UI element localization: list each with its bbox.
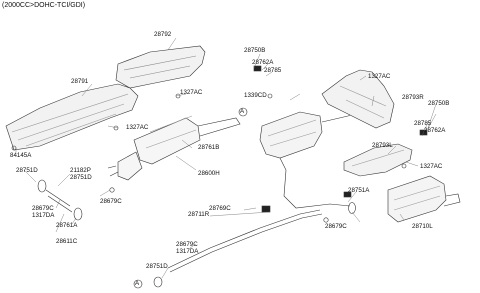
callout-21182P: 21182P xyxy=(70,167,91,174)
hanger-1 xyxy=(261,205,271,213)
callout-28791: 28791 xyxy=(71,78,89,85)
front-pipe xyxy=(197,117,241,137)
diagram-header: (2000CC>DOHC-TCI/GDI) xyxy=(2,2,86,9)
pipe-stub-left xyxy=(45,189,73,213)
callout-1327AC-c: 1327AC xyxy=(368,73,391,80)
callout-28761B: 28761B xyxy=(198,144,220,151)
callout-28751A: 28751A xyxy=(348,187,370,194)
callout-28711R: 28711R xyxy=(188,211,210,218)
callout-28793L: 28793L xyxy=(372,142,393,149)
marker-a-2-label: A xyxy=(135,280,140,287)
callout-28751D-c: 28751D xyxy=(146,263,168,270)
callout-28710L: 28710L xyxy=(412,223,433,230)
callout-28762A-a: 28762A xyxy=(252,59,274,66)
marker-a-1-label: A xyxy=(240,108,245,115)
callout-1327AC-b: 1327AC xyxy=(126,124,149,131)
callout-1317DA-b: 1317DA xyxy=(176,248,199,255)
callout-1339CD: 1339CD xyxy=(244,92,267,99)
callout-28679C-b: 28679C xyxy=(32,205,54,212)
callout-28679C-c: 28679C xyxy=(325,223,347,230)
gasket-left-bottom xyxy=(73,207,83,221)
center-pipe xyxy=(279,157,351,209)
callout-28750B-b: 28750B xyxy=(428,100,450,107)
tail-pipe xyxy=(167,209,321,269)
manifold-cat xyxy=(117,151,143,181)
callout-28751D-b: 28751D xyxy=(70,174,92,181)
marker-a-1 xyxy=(238,107,248,117)
callout-1317DA-a: 1317DA xyxy=(32,212,55,219)
callout-84145A: 84145A xyxy=(10,152,32,159)
heat-protector-rear-l xyxy=(343,143,413,177)
hanger-4 xyxy=(343,191,352,198)
washer-28679C-b xyxy=(323,217,329,223)
heat-protector-upper xyxy=(115,45,206,89)
callout-28785-b: 28785 xyxy=(414,120,432,127)
callout-28793R: 28793R xyxy=(402,94,424,101)
callout-28792: 28792 xyxy=(154,31,172,38)
callout-28750B-a: 28750B xyxy=(244,47,266,54)
callout-28762A-b: 28762A xyxy=(424,127,446,134)
callout-28679C-a: 28679C xyxy=(100,198,122,205)
hanger-2 xyxy=(253,65,262,72)
callout-1327AC-a: 1327AC xyxy=(180,89,203,96)
heat-protector-rear-r xyxy=(321,69,395,129)
gasket-bottom xyxy=(153,276,163,288)
callout-28761A: 28761A xyxy=(56,222,78,229)
callout-28751D-a: 28751D xyxy=(16,167,38,174)
washer-28679C xyxy=(109,187,115,193)
marker-a-2 xyxy=(133,279,143,289)
callout-28769C: 28769C xyxy=(209,205,231,212)
callout-28600H: 28600H xyxy=(198,170,220,177)
callout-28611C: 28611C xyxy=(56,238,78,245)
heat-protector-main xyxy=(5,83,139,151)
rear-muffler xyxy=(387,175,447,223)
callout-28785-a: 28785 xyxy=(264,67,282,74)
center-muffler xyxy=(259,111,323,159)
callout-28679C-d: 28679C xyxy=(176,241,198,248)
gasket-left-top xyxy=(37,179,47,193)
gasket-center xyxy=(348,202,356,214)
callout-1327AC-d: 1327AC xyxy=(420,163,443,170)
